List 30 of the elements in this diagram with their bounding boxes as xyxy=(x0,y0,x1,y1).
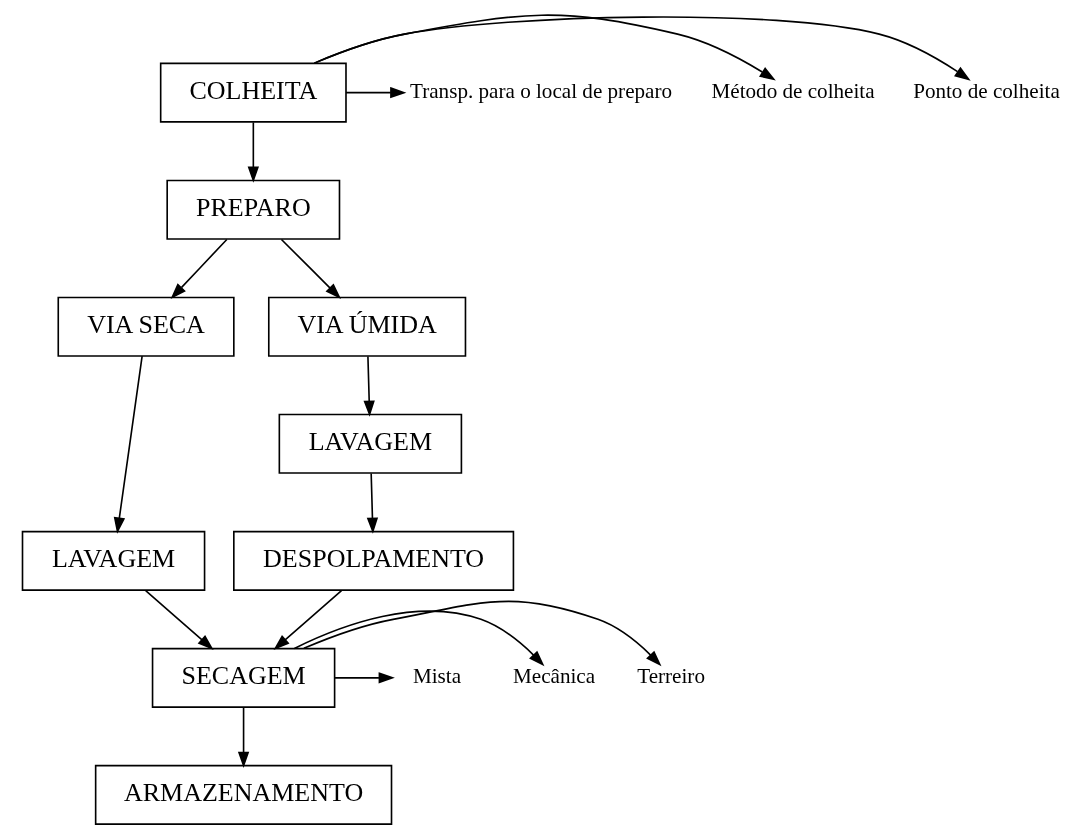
arrow xyxy=(366,472,378,534)
node-text: Mecânica xyxy=(512,664,595,689)
node-box: DESPOLPAMENTO xyxy=(232,530,514,591)
arrow xyxy=(247,121,259,183)
node-box: COLHEITA xyxy=(159,62,347,123)
node-box: VIA ÚMIDA xyxy=(267,296,466,357)
node-text: Terreiro xyxy=(636,664,705,689)
arrow xyxy=(344,86,406,99)
node-box: LAVAGEM xyxy=(278,413,462,474)
node-text: Mista xyxy=(412,664,461,689)
arrow xyxy=(293,610,544,667)
arrow xyxy=(273,589,342,651)
arrow xyxy=(302,600,661,667)
arrow xyxy=(113,355,143,534)
arrow xyxy=(237,706,249,768)
node-box: LAVAGEM xyxy=(21,530,205,591)
node-text: Método de colheita xyxy=(710,79,875,104)
arrow xyxy=(313,14,776,81)
node-box: ARMAZENAMENTO xyxy=(94,764,392,825)
arrow xyxy=(144,589,214,651)
arrow xyxy=(362,355,375,417)
node-box: VIA SECA xyxy=(56,296,235,357)
node-box: PREPARO xyxy=(165,179,340,240)
node-text: Transp. para o local de preparo xyxy=(409,79,672,104)
arrow xyxy=(333,672,395,684)
arrow xyxy=(280,238,341,300)
node-text: Ponto de colheita xyxy=(912,79,1060,104)
arrow xyxy=(313,16,971,81)
arrow xyxy=(170,238,228,300)
node-box: SECAGEM xyxy=(151,647,335,708)
